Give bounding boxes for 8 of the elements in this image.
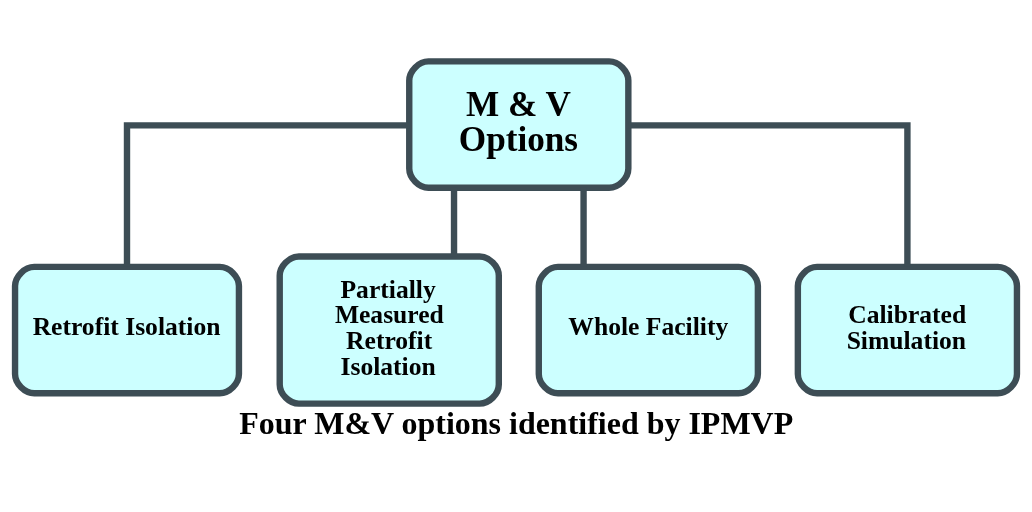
- connector: [123, 121, 410, 266]
- node-box: Partially Measured Retrofit Isolation: [276, 252, 502, 407]
- caption: Four M&V options identified by IPMVP: [239, 405, 794, 441]
- node-box: Whole Facility: [535, 263, 762, 396]
- connector: [628, 121, 911, 266]
- node-box: Calibrated Simulation: [794, 263, 1021, 396]
- node-box: Retrofit Isolation: [11, 263, 243, 396]
- node-box: M & V Options: [406, 57, 632, 191]
